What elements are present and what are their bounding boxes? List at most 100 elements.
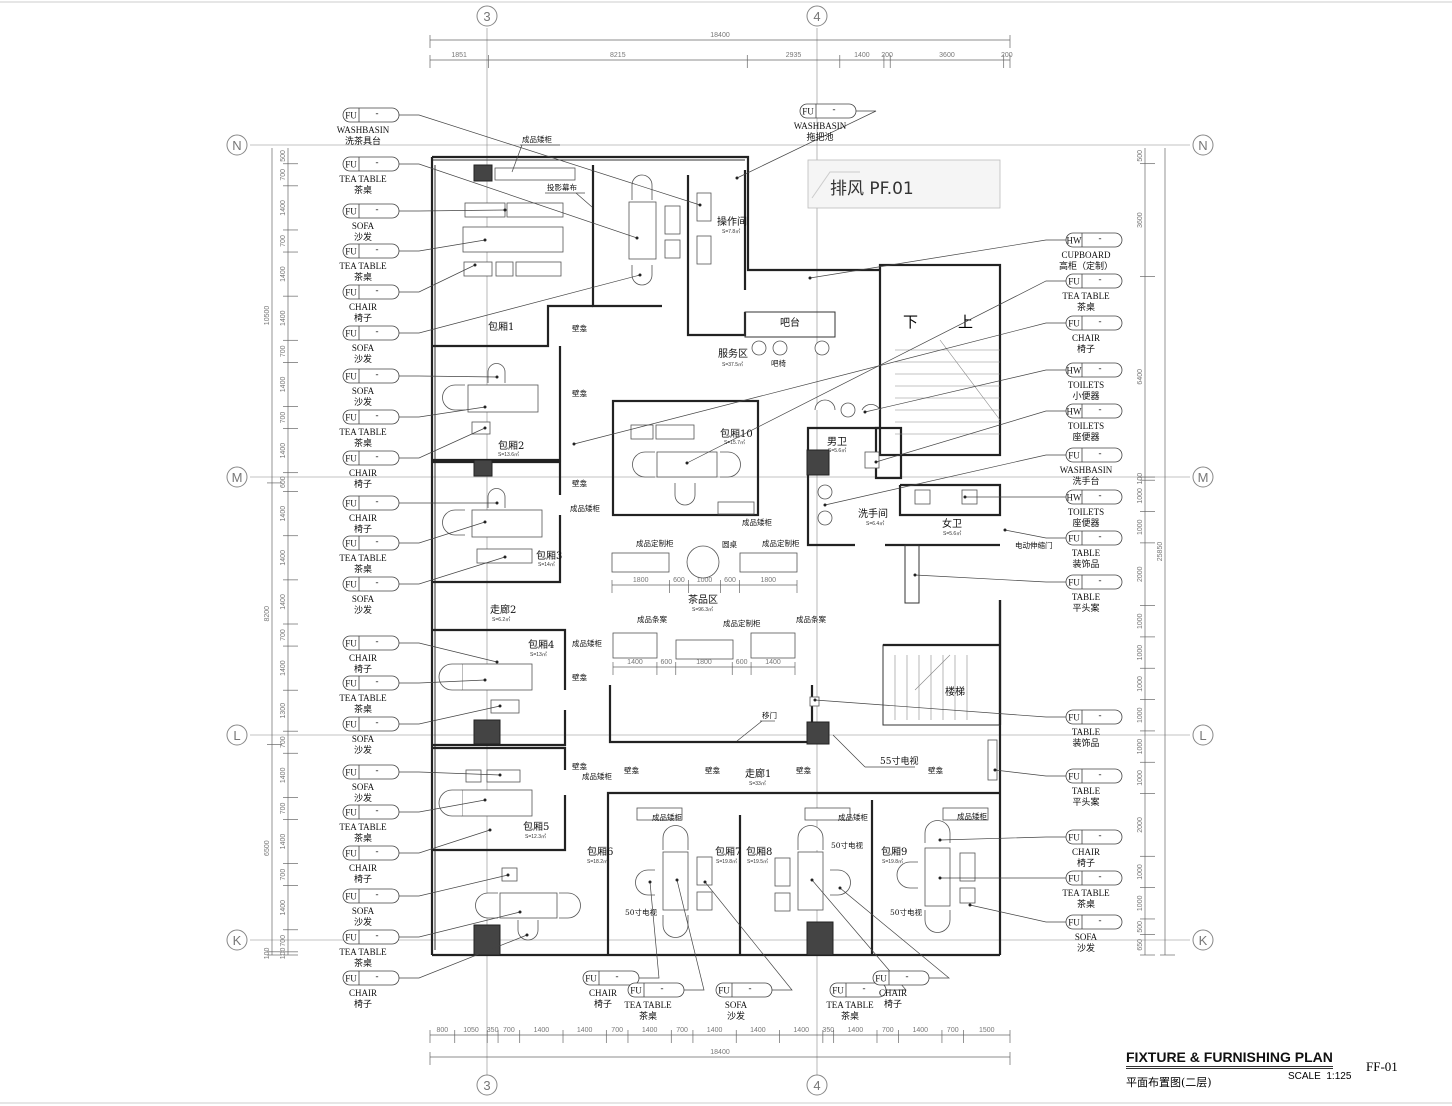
drawing-subtitle: 平面布置图(二层) xyxy=(1126,1076,1212,1089)
tag-type: HW xyxy=(1067,493,1082,503)
dimension-tea-area: 1800 xyxy=(696,659,712,666)
note-screen: 投影幕布 xyxy=(547,182,577,192)
tag-label-cn: 洗茶具台 xyxy=(345,135,381,146)
tag-type: FU xyxy=(345,679,357,689)
furniture xyxy=(438,167,998,941)
tag-label-cn: 沙发 xyxy=(727,1010,745,1021)
note-niche: 壁龛 xyxy=(572,323,587,333)
tag-label-en: CHAIR xyxy=(349,988,377,998)
tag-label-cn: 椅子 xyxy=(884,998,902,1009)
tag-type: FU xyxy=(345,639,357,649)
dimension-bottom: 1400 xyxy=(913,1027,929,1034)
note-low-cabinet: 成品矮柜 xyxy=(838,812,868,822)
tag-type: FU xyxy=(875,974,887,984)
room-label-r4: 包厢4 xyxy=(528,638,554,651)
tag-label-cn: 椅子 xyxy=(354,998,372,1009)
room-labels: 包厢1 操作间 S=7.8㎡ 吧台 服务区 S=37.5㎡ 吧椅 包厢2 S=1… xyxy=(488,215,973,865)
dimension-bottom: 1400 xyxy=(642,1027,658,1034)
tag-type: HW xyxy=(1067,236,1082,246)
tag-label-cn: 沙发 xyxy=(354,604,372,615)
grid-label-l-right: L xyxy=(1199,728,1206,743)
dimension-bottom: 700 xyxy=(503,1027,515,1034)
dimension-right: 1000 xyxy=(1137,645,1144,661)
walls xyxy=(430,155,1002,957)
tag-label-en: CHAIR xyxy=(349,653,377,663)
room-label-men: 男卫 xyxy=(827,436,847,448)
tag-label-cn: 洗手台 xyxy=(1072,475,1099,486)
tag-label-cn: 沙发 xyxy=(354,353,372,364)
dimension-tea-area: 1800 xyxy=(633,577,649,584)
tag-code: - xyxy=(833,104,836,114)
tag-type: FU xyxy=(345,454,357,464)
tag-code: - xyxy=(376,285,379,295)
grid-bubbles: 3 4 3 4 N M L K N M L K xyxy=(226,5,1214,1096)
tag-label-en: TEA TABLE xyxy=(339,427,387,437)
tag-label-cn: 椅子 xyxy=(1077,343,1095,354)
tag-code: - xyxy=(376,204,379,214)
tag-type: FU xyxy=(345,933,357,943)
dimension-right-total: 25850 xyxy=(1157,542,1164,562)
tag-label-en: TEA TABLE xyxy=(339,261,387,271)
tag-code: - xyxy=(1099,710,1102,720)
tag-label-en: WASHBASIN xyxy=(337,125,390,135)
tag-code: - xyxy=(1099,871,1102,881)
room-label-op: 操作间 xyxy=(717,215,747,228)
room-area-r2: S=13.6㎡ xyxy=(498,451,519,458)
tag-label-en: TEA TABLE xyxy=(1062,888,1110,898)
grid-label-m: M xyxy=(232,470,243,485)
dimension-bottom: 1400 xyxy=(750,1027,766,1034)
tag-label-cn: 茶桌 xyxy=(639,1010,657,1021)
note-auto-door: 电动伸缩门 xyxy=(1015,540,1053,550)
dimension-left: 1400 xyxy=(280,310,287,326)
dimension-tea-area: 1800 xyxy=(761,577,777,584)
dimension-right: 1000 xyxy=(1137,770,1144,786)
dimension-top-total: 18400 xyxy=(710,32,730,39)
note-custom-cabinet: 成品定制柜 xyxy=(723,618,761,628)
tag-label-cn: 茶桌 xyxy=(841,1010,859,1021)
tag-label-cn: 座便器 xyxy=(1072,517,1099,528)
tag-label-cn: 装饰品 xyxy=(1072,737,1099,748)
room-area-r7: S=19.8㎡ xyxy=(716,858,737,865)
dimension-left-outer: 6500 xyxy=(264,840,271,856)
tag-label-en: TEA TABLE xyxy=(1062,291,1110,301)
tag-code: - xyxy=(1099,316,1102,326)
dimension-top: 3600 xyxy=(939,52,955,59)
tag-label-en: TEA TABLE xyxy=(339,822,387,832)
dimension-left: 1400 xyxy=(280,834,287,850)
tag-label-cn: 沙发 xyxy=(354,231,372,242)
tag-code: - xyxy=(1099,769,1102,779)
grid-label-3: 3 xyxy=(483,9,490,24)
note-custom-cabinet: 成品定制柜 xyxy=(762,538,800,548)
note-round-table: 圆桌 xyxy=(722,539,737,549)
dimension-left: 700 xyxy=(280,736,287,748)
dimension-left: 1300 xyxy=(280,703,287,719)
dimension-left-outer: 8200 xyxy=(264,606,271,622)
tag-label-cn: 高柜（定制） xyxy=(1059,260,1113,271)
tag-label-cn: 茶桌 xyxy=(354,437,372,448)
tag-type: FU xyxy=(345,768,357,778)
dimension-left: 700 xyxy=(280,169,287,181)
room-label-r2: 包厢2 xyxy=(498,439,524,452)
dimension-left: 700 xyxy=(280,802,287,814)
dimension-bottom: 1500 xyxy=(979,1027,995,1034)
room-label-women: 女卫 xyxy=(942,517,962,530)
room-area-wash: S=6.4㎡ xyxy=(866,520,884,527)
tag-type: FU xyxy=(1068,451,1080,461)
tag-label-en: CHAIR xyxy=(879,988,907,998)
note-low-cabinet: 成品矮柜 xyxy=(742,517,772,527)
room-area-r10: S=15.7㎡ xyxy=(724,439,745,446)
tag-type: FU xyxy=(345,539,357,549)
tag-label-cn: 平头案 xyxy=(1072,602,1099,613)
room-area-cor1: S=33㎡ xyxy=(749,780,766,787)
